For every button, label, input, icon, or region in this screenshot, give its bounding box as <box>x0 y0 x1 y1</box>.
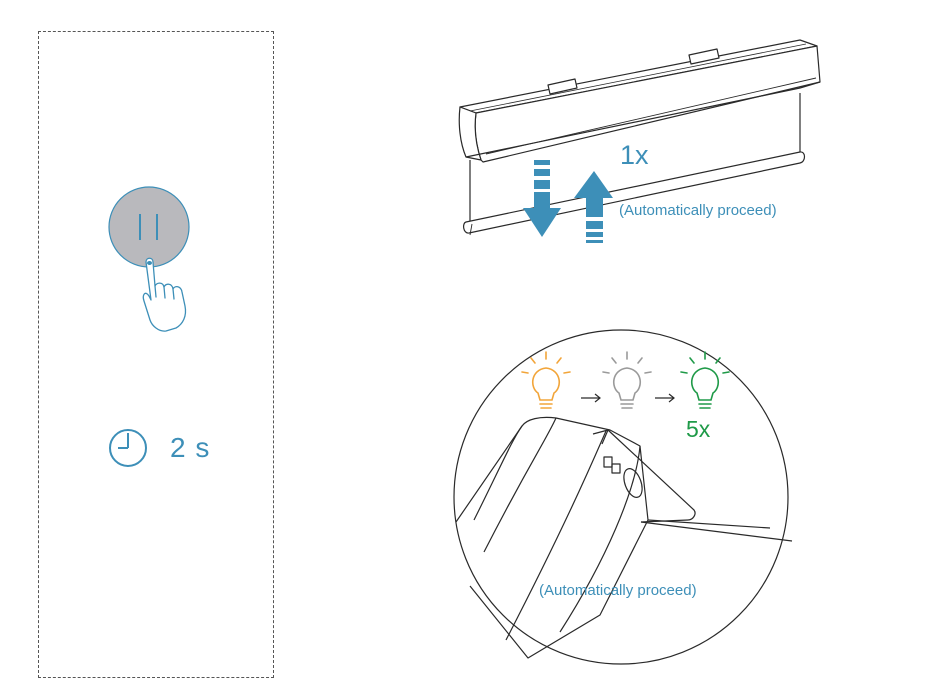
detail-auto-proceed-note: (Automatically proceed) <box>539 582 697 599</box>
roller-blind-illustration <box>458 39 821 236</box>
arrow-right-icon <box>581 393 601 403</box>
step-panel <box>38 31 274 678</box>
bulb-repeat-count: 5x <box>686 416 711 442</box>
detail-view <box>453 329 793 665</box>
blind-auto-proceed-note: (Automatically proceed) <box>619 202 777 219</box>
bulb-green-icon <box>680 351 730 409</box>
down-arrow-icon <box>523 160 561 237</box>
clock-icon <box>109 429 147 467</box>
control-button[interactable] <box>108 186 190 268</box>
bulb-amber-icon <box>521 351 571 409</box>
hold-duration-label: 2 s <box>170 432 211 463</box>
arrow-right-icon <box>655 393 675 403</box>
pause-symbol-icon <box>139 214 158 240</box>
blind-repeat-count: 1x <box>620 140 649 170</box>
press-finger-icon <box>142 257 187 332</box>
bulb-grey-icon <box>602 351 652 409</box>
up-arrow-icon <box>574 171 613 243</box>
